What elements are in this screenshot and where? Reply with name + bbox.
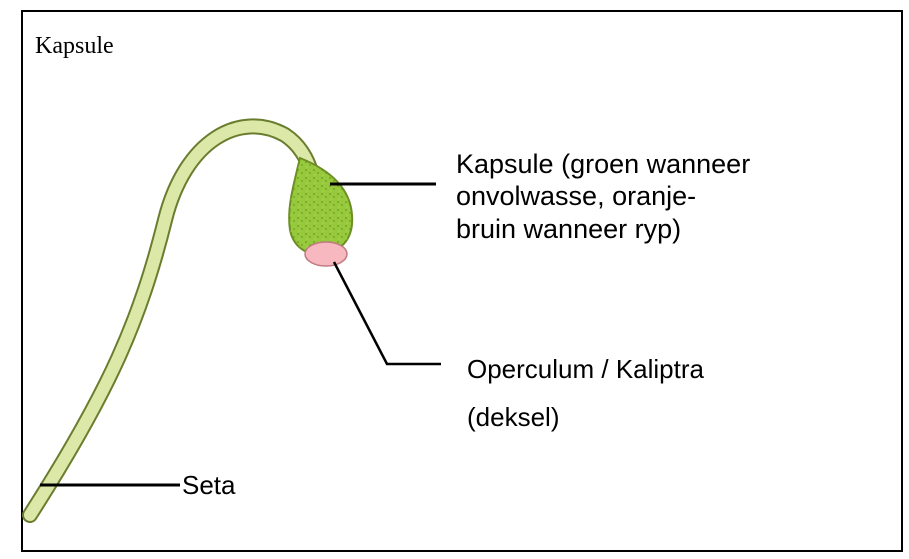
- capsule-label-line: Kapsule (groen wanneer: [456, 148, 846, 180]
- capsule-label-line: bruin wanneer ryp): [456, 213, 846, 245]
- operculum-label-line: Operculum / Kaliptra: [467, 345, 704, 393]
- operculum-leader-line: [334, 262, 441, 364]
- capsule-label-line: onvolwasse, oranje-: [456, 180, 846, 212]
- seta-stalk: [30, 126, 312, 515]
- operculum-label: Operculum / Kaliptra (deksel): [467, 345, 704, 441]
- operculum-label-line: (deksel): [467, 393, 704, 441]
- operculum: [305, 242, 347, 266]
- capsule: [289, 158, 352, 254]
- capsule-label: Kapsule (groen wanneer onvolwasse, oranj…: [456, 148, 846, 245]
- seta-label: Seta: [182, 470, 236, 501]
